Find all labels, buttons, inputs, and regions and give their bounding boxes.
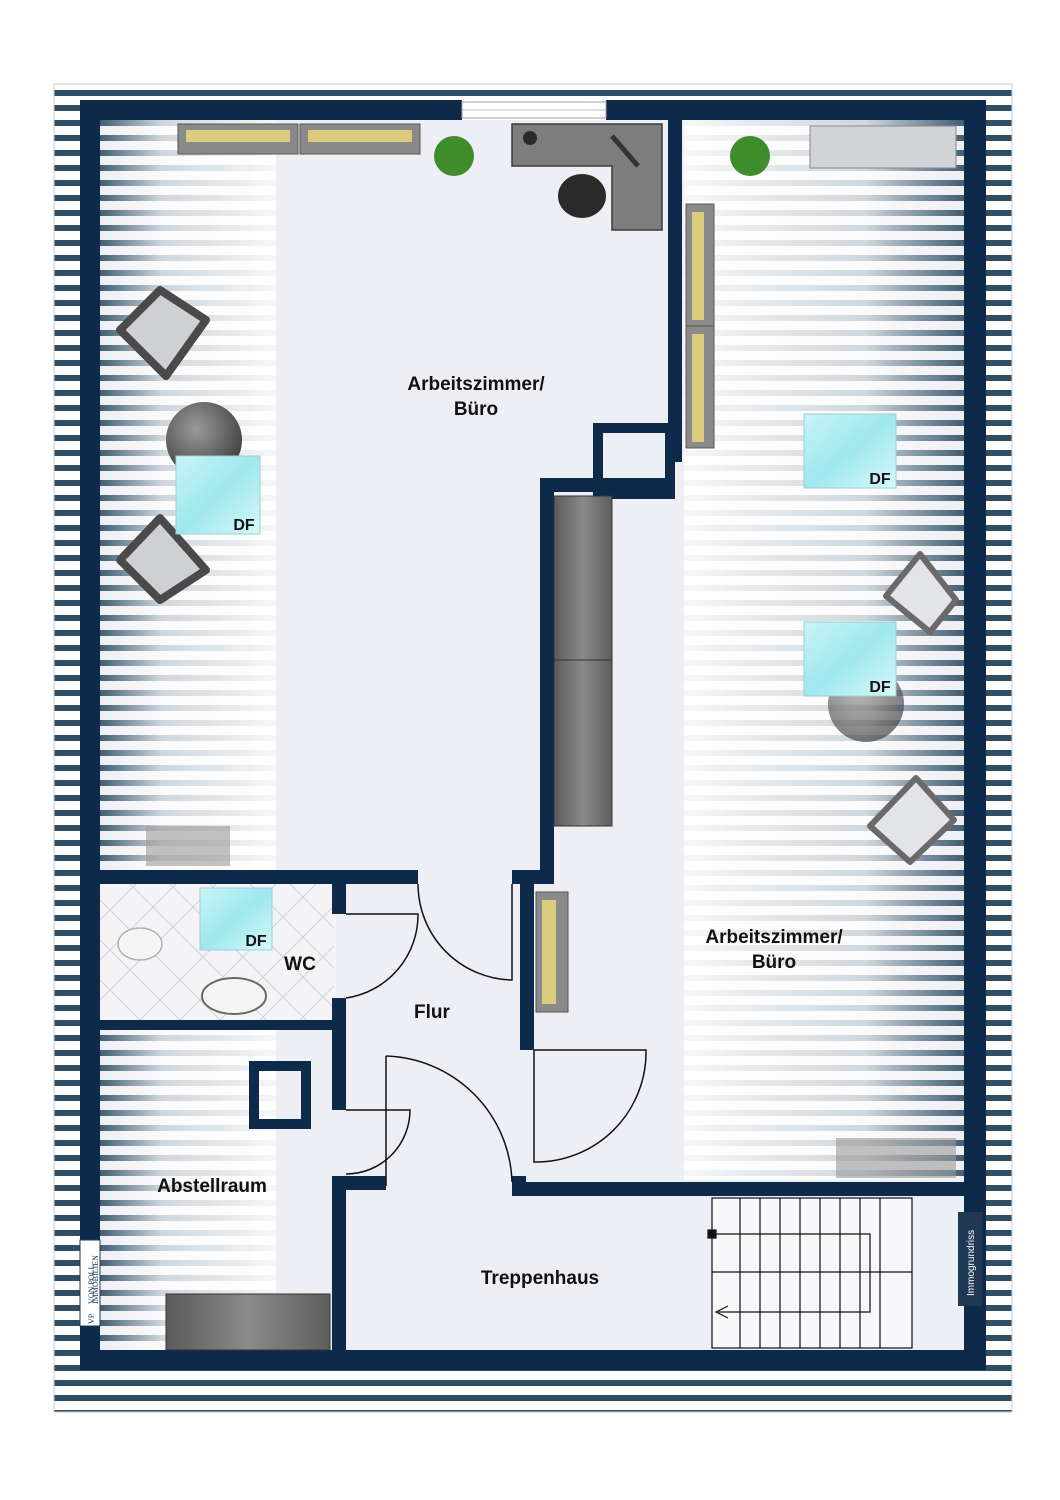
label-flur: Flur (414, 1002, 450, 1023)
roof-windows (175, 413, 897, 951)
label-df-3: DF (869, 679, 891, 696)
top-window (461, 101, 607, 119)
label-df-4: DF (245, 933, 267, 950)
room-labels: Arbeitszimmer/ Büro Arbeitszimmer/ Büro … (157, 374, 891, 1289)
label-buero-rechts-1: Arbeitszimmer/ (705, 927, 843, 948)
label-buero-links-2: Büro (454, 399, 498, 420)
doors (345, 883, 647, 1186)
label-treppenhaus: Treppenhaus (481, 1268, 599, 1289)
immogrundriss-badge: Immogrundriss (958, 1212, 982, 1306)
logo-mark: VP (87, 1313, 96, 1324)
label-df-1: DF (233, 517, 255, 534)
staircase (707, 1197, 913, 1349)
logo-sub: IMMOBILIEN (91, 1255, 100, 1304)
label-buero-links-1: Arbeitszimmer/ (407, 374, 545, 395)
label-buero-rechts-2: Büro (752, 952, 796, 973)
logo-name: VON POLL (87, 1265, 96, 1304)
label-df-2: DF (869, 471, 891, 488)
label-wc: WC (284, 954, 316, 975)
floor-area (100, 120, 964, 1352)
badge-text: Immogrundriss (966, 1230, 977, 1296)
von-poll-logo: VP VON POLL IMMOBILIEN (79, 1239, 101, 1327)
label-abstellraum: Abstellraum (157, 1176, 267, 1197)
walls (80, 100, 986, 1370)
